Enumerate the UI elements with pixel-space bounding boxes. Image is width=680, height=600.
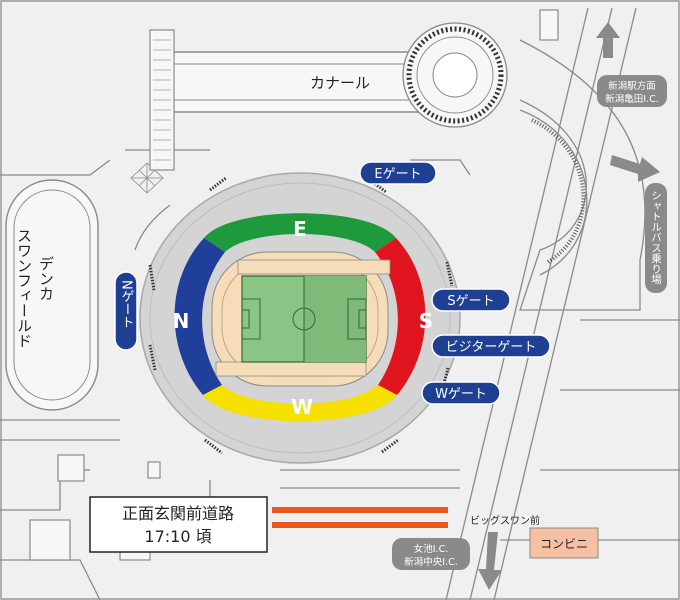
direction-south-line2: 新潟中央I.C.	[404, 556, 457, 568]
gate-south: Sゲート	[431, 288, 511, 312]
bus-stop-label: ビッグスワン前	[470, 514, 540, 527]
direction-shuttle-label: シャトルバス乗り場	[650, 190, 662, 285]
arrow-north	[596, 22, 620, 58]
convenience-store-label: コンビニ	[540, 537, 588, 551]
stand-label-west: W	[291, 395, 313, 419]
canal-label: カナール	[310, 74, 370, 92]
curved-structure	[519, 109, 588, 276]
stand-west	[203, 385, 397, 422]
stand-east	[204, 213, 396, 252]
stand-south	[375, 238, 426, 395]
arrow-south	[478, 532, 502, 590]
convenience-store: コンビニ	[529, 527, 599, 559]
direction-south: 女池I.C. 新潟中央I.C.	[392, 538, 470, 570]
amphitheater	[402, 22, 508, 128]
soccer-pitch	[241, 275, 367, 363]
gate-east-label: Eゲート	[374, 167, 421, 182]
road-title: 正面玄関前道路	[122, 504, 234, 523]
gate-north-label: Nゲート	[119, 280, 135, 329]
arrow-shuttle	[610, 155, 660, 182]
direction-north-line1: 新潟駅方面	[608, 80, 656, 92]
gate-east: Eゲート	[359, 161, 437, 185]
gate-visitor: ビジターゲート	[431, 334, 551, 358]
direction-shuttle: シャトルバス乗り場	[645, 183, 667, 293]
road-info-box: 正面玄関前道路 17:10 頃	[89, 496, 268, 553]
direction-south-line1: 女池I.C.	[414, 543, 448, 555]
field-name-line1: デンカ	[37, 256, 55, 301]
road-highlight	[272, 507, 448, 528]
stand-north	[174, 238, 225, 395]
gate-south-label: Sゲート	[447, 294, 494, 309]
gate-north: Nゲート	[114, 271, 138, 351]
road-time: 17:10 頃	[144, 527, 211, 546]
stadium: E N S W	[139, 172, 461, 464]
denka-swan-field: デンカ スワンフィールド	[5, 179, 99, 411]
stand-label-north: N	[173, 309, 190, 333]
direction-north: 新潟駅方面 新潟亀田I.C.	[597, 75, 667, 107]
stand-label-south: S	[419, 309, 433, 333]
gate-west: Wゲート	[421, 381, 501, 405]
field-name-line2: スワンフィールド	[15, 228, 33, 348]
direction-north-line2: 新潟亀田I.C.	[605, 93, 658, 105]
gate-visitor-label: ビジターゲート	[446, 340, 537, 355]
stand-label-east: E	[293, 217, 307, 241]
gate-west-label: Wゲート	[435, 387, 487, 402]
grid-patch	[130, 162, 164, 194]
